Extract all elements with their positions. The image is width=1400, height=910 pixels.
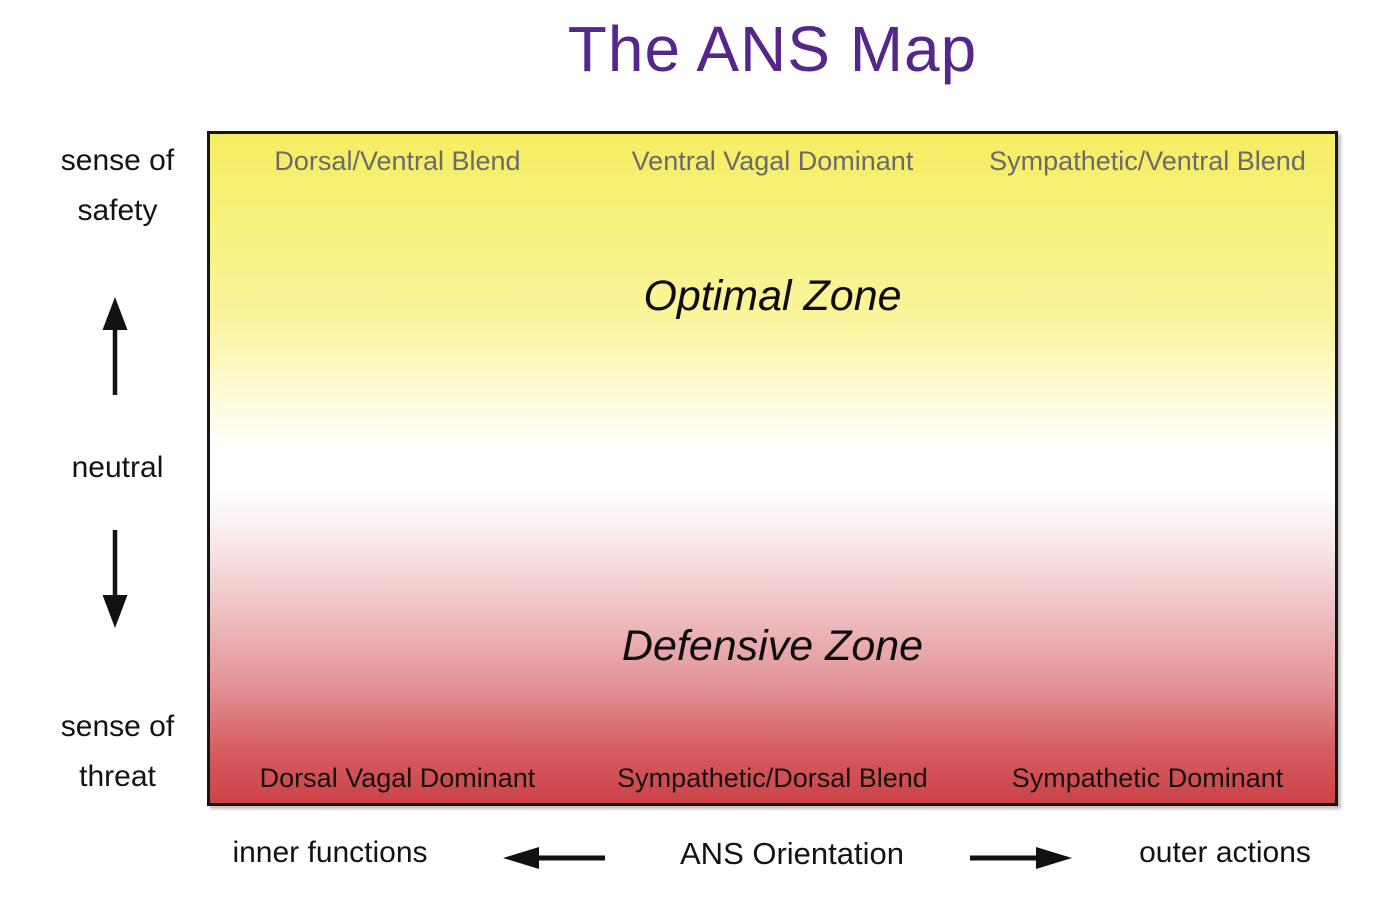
y-axis-label-sense-of-safety: sense of safety <box>30 136 205 236</box>
x-axis-label-inner-functions: inner functions <box>232 836 428 869</box>
x-axis-label-ans-orientation: ANS Orientation <box>680 836 904 871</box>
down-arrow-icon <box>102 530 128 628</box>
label-ventral-vagal-dominant: Ventral Vagal Dominant <box>631 146 914 176</box>
top-blend-labels-row: Dorsal/Ventral Blend Ventral Vagal Domin… <box>210 146 1335 177</box>
sense-of-safety-line2: safety <box>77 194 158 227</box>
label-dorsal-ventral-blend: Dorsal/Ventral Blend <box>274 146 521 176</box>
defensive-zone-label: Defensive Zone <box>621 622 924 670</box>
label-dorsal-vagal-dominant: Dorsal Vagal Dominant <box>259 763 536 793</box>
x-axis-label-outer-actions: outer actions <box>1139 836 1311 869</box>
up-arrow-icon <box>102 297 128 395</box>
sense-of-threat-line2: threat <box>79 760 156 793</box>
sense-of-safety-line1: sense of <box>60 144 175 177</box>
sense-of-threat-line1: sense of <box>60 710 175 743</box>
right-arrow-icon <box>970 847 1072 869</box>
left-arrow-icon <box>503 847 605 869</box>
page-title: The ANS Map <box>567 13 978 85</box>
label-sympathetic-ventral-blend: Sympathetic/Ventral Blend <box>989 146 1306 176</box>
bottom-dominant-labels-row: Dorsal Vagal Dominant Sympathetic/Dorsal… <box>210 763 1335 794</box>
label-sympathetic-dominant: Sympathetic Dominant <box>1011 763 1284 793</box>
ans-map-panel: Dorsal/Ventral Blend Ventral Vagal Domin… <box>207 131 1338 806</box>
label-sympathetic-dorsal-blend: Sympathetic/Dorsal Blend <box>617 763 928 793</box>
optimal-zone-label: Optimal Zone <box>643 272 902 320</box>
y-axis-label-sense-of-threat: sense of threat <box>30 702 205 802</box>
y-axis-label-neutral: neutral <box>71 451 164 484</box>
